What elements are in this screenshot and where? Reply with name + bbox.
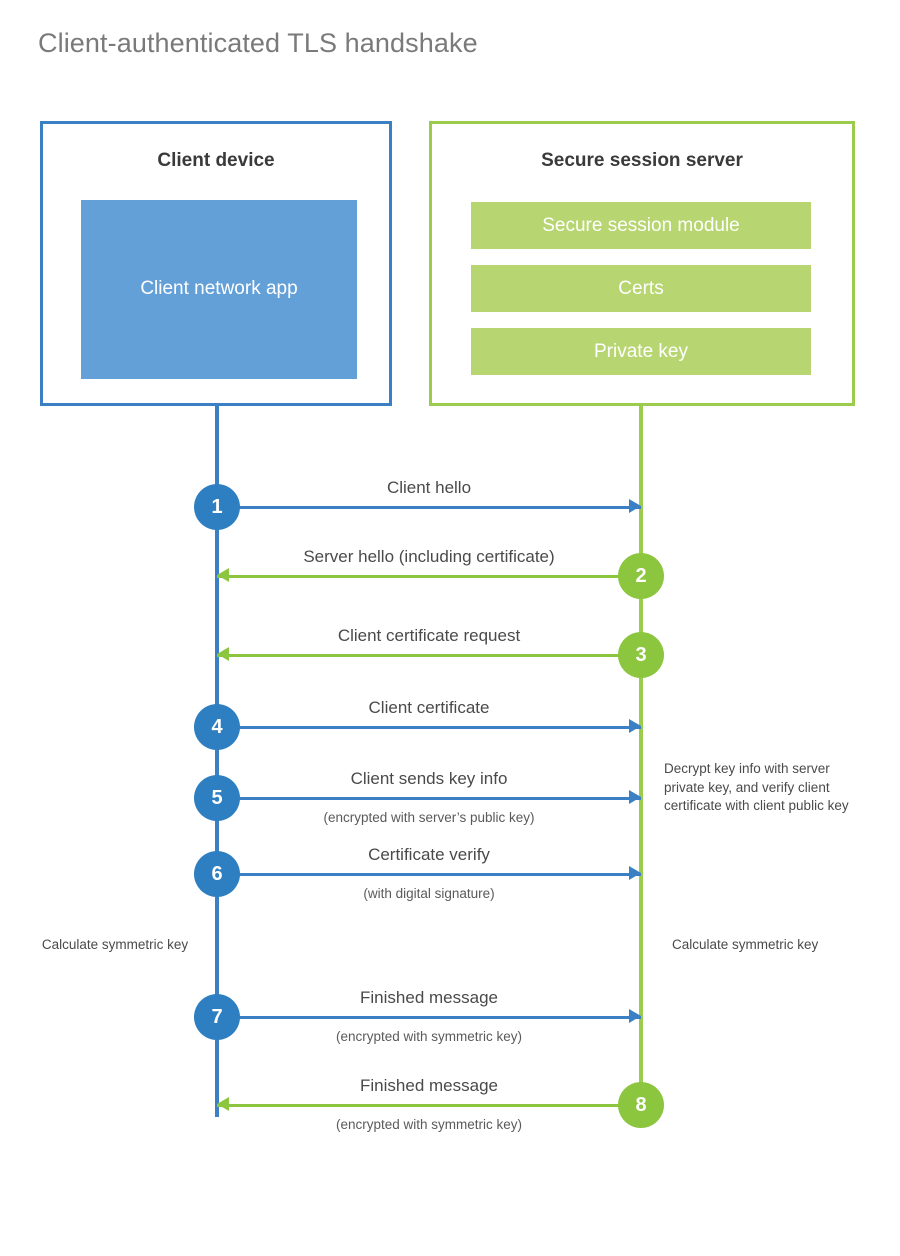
- message-arrow-head-5: [629, 790, 641, 804]
- step-circle-8[interactable]: 8: [618, 1082, 664, 1128]
- annotation-server-decrypt: Decrypt key info with server private key…: [664, 761, 849, 814]
- step-circle-5[interactable]: 5: [194, 775, 240, 821]
- message-sublabel-7: (encrypted with symmetric key): [335, 1029, 523, 1044]
- server-lifeline: [639, 404, 643, 1106]
- message-arrow-line-8: [217, 1104, 641, 1107]
- annotation-server-calculate-symmetric-key: Calculate symmetric key: [672, 937, 819, 952]
- message-arrow-line-1: [217, 506, 641, 509]
- message-arrow-line-5: [217, 797, 641, 800]
- server-module-certs: Certs: [471, 265, 811, 312]
- message-arrow-head-2: [217, 568, 229, 582]
- step-circle-3[interactable]: 3: [618, 632, 664, 678]
- message-label-5: Client sends key info: [350, 769, 508, 788]
- message-arrow-line-7: [217, 1016, 641, 1019]
- page-title: Client-authenticated TLS handshake: [38, 28, 478, 58]
- step-circle-2[interactable]: 2: [618, 553, 664, 599]
- message-arrow-head-6: [629, 866, 641, 880]
- message-label-4: Client certificate: [368, 698, 490, 717]
- client-lifeline: [215, 404, 219, 1117]
- server-module-private-key: Private key: [471, 328, 811, 375]
- message-label-8: Finished message: [360, 1076, 498, 1095]
- annotation-client-calculate-symmetric-key: Calculate symmetric key: [41, 937, 189, 952]
- step-circle-7[interactable]: 7: [194, 994, 240, 1040]
- message-label-2: Server hello (including certificate): [303, 547, 555, 566]
- message-label-3: Client certificate request: [337, 626, 521, 645]
- client-device-title: Client device: [157, 150, 275, 171]
- step-circle-4[interactable]: 4: [194, 704, 240, 750]
- message-arrow-head-4: [629, 719, 641, 733]
- message-sublabel-8: (encrypted with symmetric key): [335, 1117, 523, 1132]
- server-module-secure-session-module: Secure session module: [471, 202, 811, 249]
- message-sublabel-6: (with digital signature): [363, 886, 495, 901]
- message-arrow-line-3: [217, 654, 641, 657]
- message-arrow-head-7: [629, 1009, 641, 1023]
- message-arrow-line-2: [217, 575, 641, 578]
- message-label-1: Client hello: [386, 478, 472, 497]
- secure-session-server-title: Secure session server: [541, 150, 743, 171]
- client-network-app-block: Client network app: [81, 200, 357, 379]
- message-arrow-head-3: [217, 647, 229, 661]
- message-label-7: Finished message: [360, 988, 498, 1007]
- message-arrow-head-8: [217, 1097, 229, 1111]
- message-sublabel-5: (encrypted with server’s public key): [323, 810, 535, 825]
- step-circle-6[interactable]: 6: [194, 851, 240, 897]
- message-arrow-head-1: [629, 499, 641, 513]
- secure-session-server-box: Secure session server Secure session mod…: [429, 121, 855, 406]
- message-arrow-line-6: [217, 873, 641, 876]
- step-circle-1[interactable]: 1: [194, 484, 240, 530]
- message-arrow-line-4: [217, 726, 641, 729]
- message-label-6: Certificate verify: [368, 845, 490, 864]
- client-device-box: Client device Client network app: [40, 121, 392, 406]
